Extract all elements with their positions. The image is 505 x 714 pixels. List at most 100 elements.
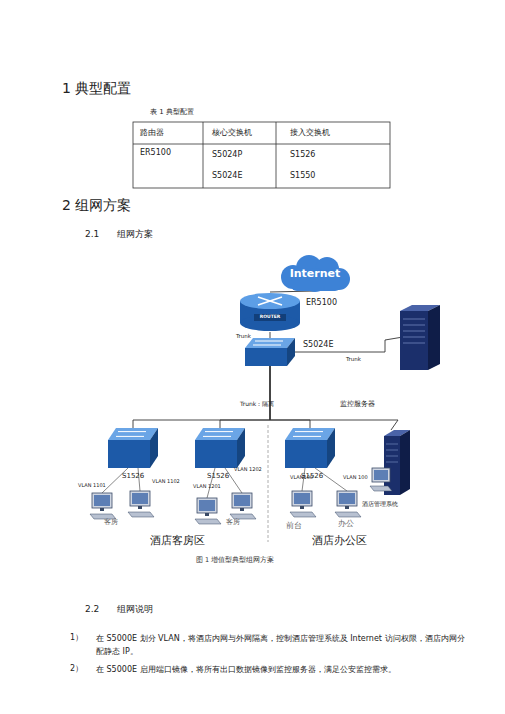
- network-link: [270, 366, 310, 428]
- table-cell: S5024E: [212, 171, 243, 181]
- pc-screen: [294, 493, 310, 504]
- subsection-number: 2.1: [85, 229, 99, 240]
- server-front: [400, 311, 428, 370]
- pc-icon: [335, 491, 361, 517]
- server-bay: [386, 444, 398, 445]
- switch-arrow: [203, 436, 231, 437]
- zone-label: 酒店客房区: [150, 534, 205, 547]
- cloud-label: Internet: [275, 267, 355, 280]
- switch-front: [195, 440, 237, 468]
- link-note: Trunk：隔离: [240, 400, 274, 407]
- pc-keyboard: [128, 512, 154, 517]
- pc-keyboard: [290, 512, 316, 517]
- node-outline: [400, 305, 440, 370]
- node-outline: [108, 428, 158, 468]
- pc-monitor: [337, 491, 357, 506]
- server-bay: [403, 331, 425, 332]
- node-outline: [240, 292, 300, 332]
- list-number: 2）: [70, 664, 83, 674]
- monitor-screen: [374, 470, 388, 480]
- device-name: 酒店管理系统: [362, 501, 398, 508]
- table-header-cell: 路由器: [140, 128, 164, 138]
- zone-label: 酒店办公区: [312, 534, 367, 547]
- table-rule: [203, 122, 204, 188]
- node-outline: [195, 428, 245, 468]
- vlan-label: VLAN 1101: [78, 482, 106, 488]
- switch-arrow: [295, 431, 323, 432]
- switch-arrow: [205, 431, 233, 432]
- server-bays: [403, 319, 425, 343]
- core-switch-icon: S5024E: [245, 338, 295, 366]
- switch-arrows: [116, 432, 146, 437]
- room-label: 客房: [226, 518, 240, 526]
- switch-arrow: [118, 431, 146, 432]
- subsection-heading: 组网说明: [117, 604, 153, 615]
- pc-monitor: [130, 491, 150, 506]
- vlan-label: VLAN 1202: [234, 466, 262, 472]
- server-bay: [403, 319, 425, 320]
- vlan-label: VLAN100: [290, 474, 313, 480]
- switch-front: [245, 348, 287, 366]
- node-outline: [285, 428, 335, 468]
- room-label: 办公: [338, 519, 354, 529]
- vlan-label: VLAN 1201: [193, 483, 221, 489]
- router-band: [254, 314, 286, 321]
- switch-front: [108, 440, 150, 468]
- table-cell: S5024P: [212, 150, 242, 160]
- pc-stand: [205, 513, 209, 516]
- pc-icon: [290, 491, 316, 517]
- network-link: [220, 366, 270, 428]
- vlan-wire: [102, 468, 128, 493]
- node-outline: [372, 430, 410, 495]
- switch-side: [327, 428, 335, 468]
- pc-screen: [199, 500, 215, 511]
- server-bay: [386, 450, 398, 451]
- pc-monitor: [197, 498, 217, 513]
- pc-stand: [300, 506, 304, 509]
- network-link: [270, 291, 315, 292]
- pc-icons: [90, 491, 361, 524]
- pc-icon: [90, 493, 116, 519]
- pc-monitor: [292, 491, 312, 506]
- switch-top: [285, 428, 335, 440]
- pc-screen: [132, 493, 148, 504]
- table-cell: ER5100: [140, 148, 171, 158]
- router-arrows: [258, 297, 282, 305]
- server-bay: [386, 456, 398, 457]
- switch-side: [150, 428, 158, 468]
- server-side: [428, 305, 440, 370]
- router-icon: ROUTERER5100: [240, 292, 300, 332]
- server-bay: [403, 325, 425, 326]
- switch-top: [108, 428, 158, 440]
- switch-arrows: [253, 341, 283, 345]
- pc-stand: [240, 508, 244, 511]
- vlan-label: VLAN 1102: [152, 478, 180, 484]
- switch-side: [237, 428, 245, 468]
- router-arrow: [258, 297, 282, 305]
- node-outline: [245, 338, 295, 366]
- pc-icon: [230, 493, 256, 519]
- server-side: [400, 430, 410, 495]
- device-name: ER5100: [306, 298, 337, 308]
- access-switch-icon: S1526: [195, 428, 245, 468]
- pc-icon: [195, 498, 221, 524]
- device-name: 监控服务器: [340, 400, 375, 408]
- section-heading: 1 典型配置: [62, 80, 131, 97]
- device-name: S1526: [207, 472, 229, 480]
- list-item: 在 S5000E 划分 VLAN，将酒店内网与外网隔离，控制酒店管理系统及 In…: [96, 633, 466, 659]
- pc-keyboard: [195, 519, 221, 524]
- icon-label: ROUTER: [254, 314, 286, 319]
- server-bay: [386, 462, 398, 463]
- pc-stand: [138, 506, 142, 509]
- server-bays: [386, 444, 398, 462]
- router-arrow: [258, 297, 282, 305]
- monitor: [372, 468, 390, 482]
- table-cell: S1526: [290, 150, 315, 160]
- table-border: [133, 122, 390, 188]
- subsection-number: 2.2: [85, 604, 99, 615]
- table-cell: S1550: [290, 171, 315, 181]
- pc-keyboard: [335, 512, 361, 517]
- table-caption: 表 1 典型配置: [150, 108, 194, 116]
- switch-arrow: [253, 345, 281, 346]
- access-switch-icon: S1526: [108, 428, 158, 468]
